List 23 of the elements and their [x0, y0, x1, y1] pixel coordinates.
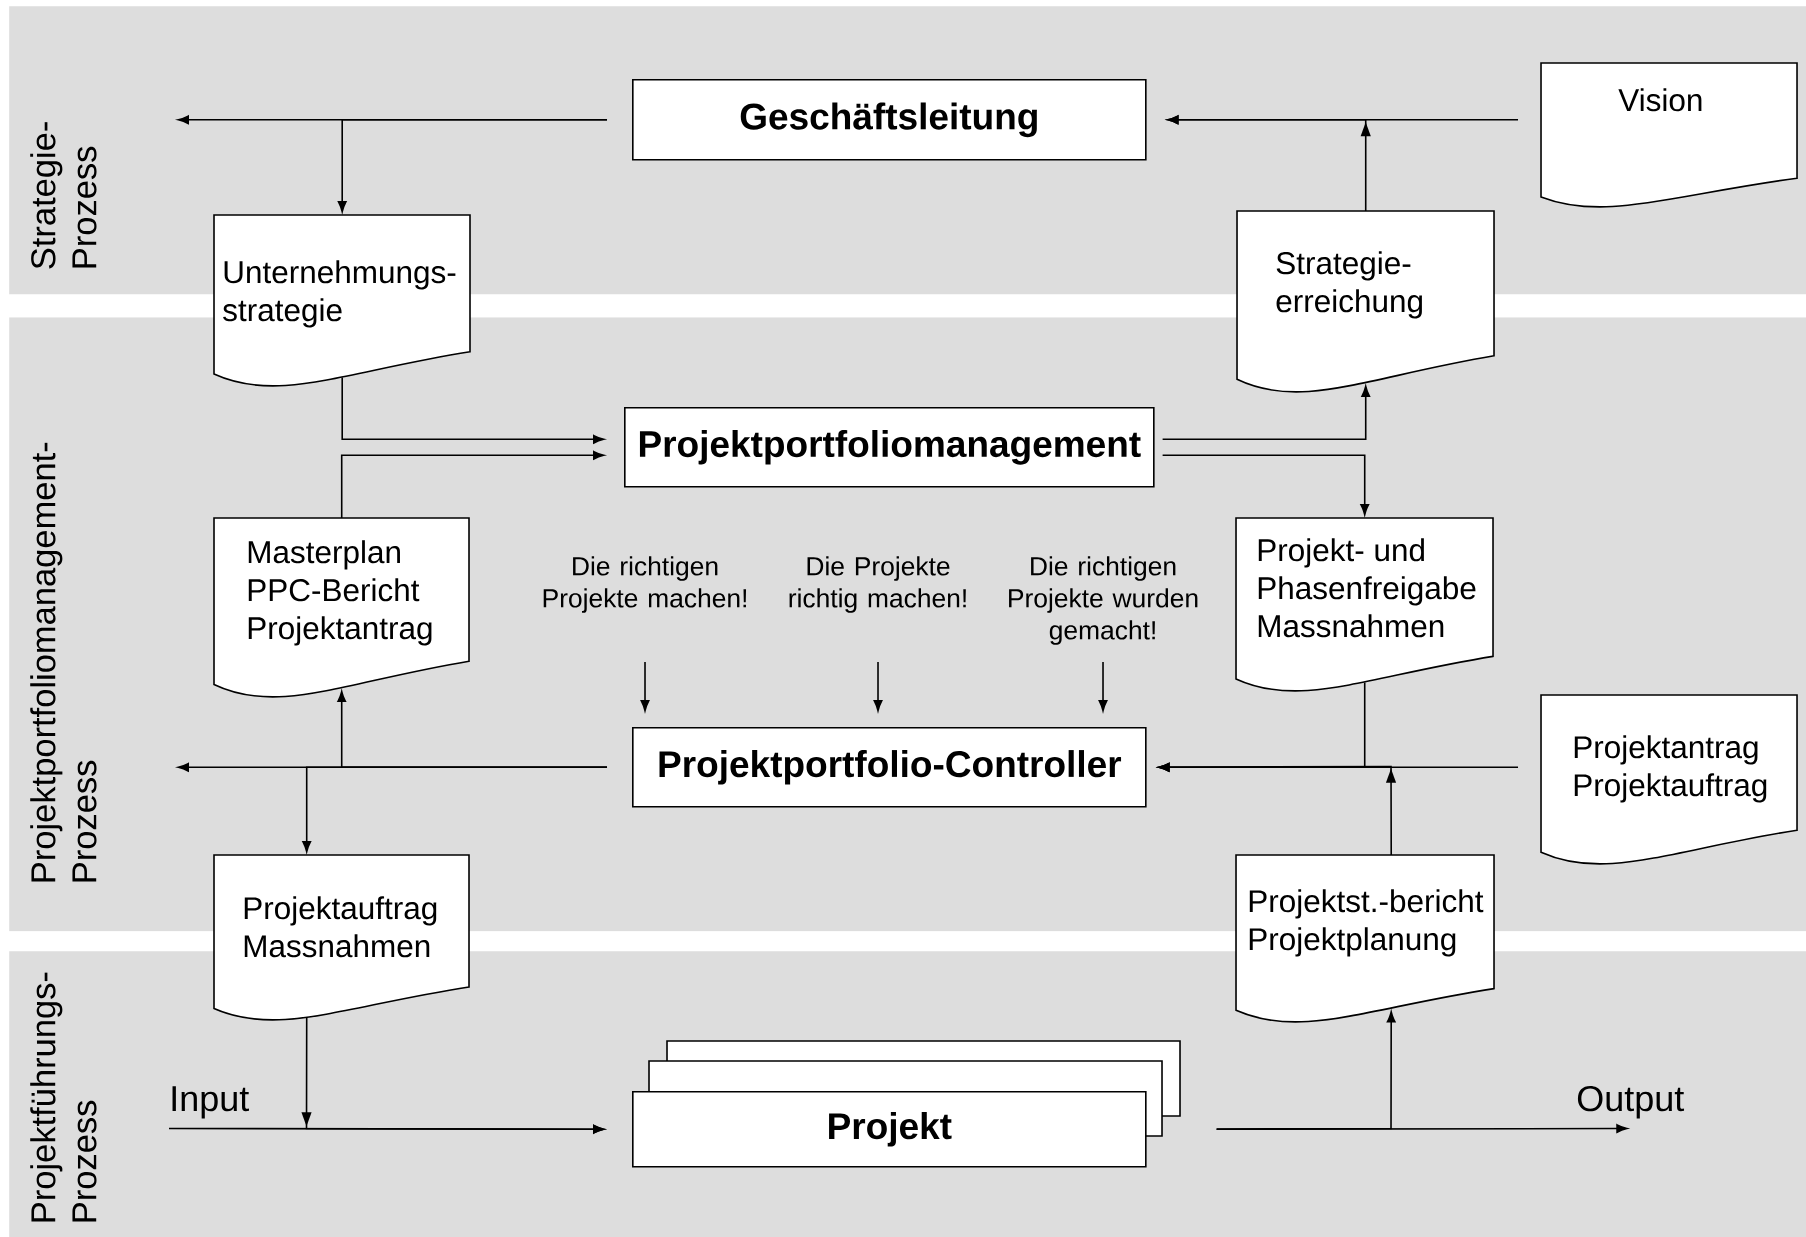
annotation-text: Die Projekte richtig machen! [789, 556, 966, 613]
flow-label: Output [1577, 1085, 1684, 1119]
node-label: Projekt [829, 1112, 952, 1147]
arrow [337, 119, 608, 213]
arrow [302, 766, 608, 853]
arrow [168, 1124, 605, 1134]
arrow [1098, 661, 1108, 712]
flow-label: Input [172, 1086, 249, 1119]
process-box: Geschäftsleitung [632, 79, 1147, 161]
process-box: Projektportfoliomanagement [624, 407, 1155, 488]
arrow [1167, 115, 1371, 212]
arrow [1161, 454, 1370, 516]
annotation-text: Die richtigen Projekte machen! [543, 556, 747, 613]
arrow [340, 450, 605, 519]
arrow [640, 661, 650, 712]
arrow [873, 661, 883, 712]
process-box: Projektportfolio-Controller [632, 727, 1147, 808]
annotation-text: Die richtigen Projekte wurden gemacht! [1009, 556, 1198, 645]
arrow [1215, 1011, 1396, 1130]
arrow [1158, 762, 1397, 856]
arrow [341, 376, 605, 444]
arrow [1161, 385, 1371, 441]
stacked-process-box: Projekt [632, 1040, 1181, 1168]
